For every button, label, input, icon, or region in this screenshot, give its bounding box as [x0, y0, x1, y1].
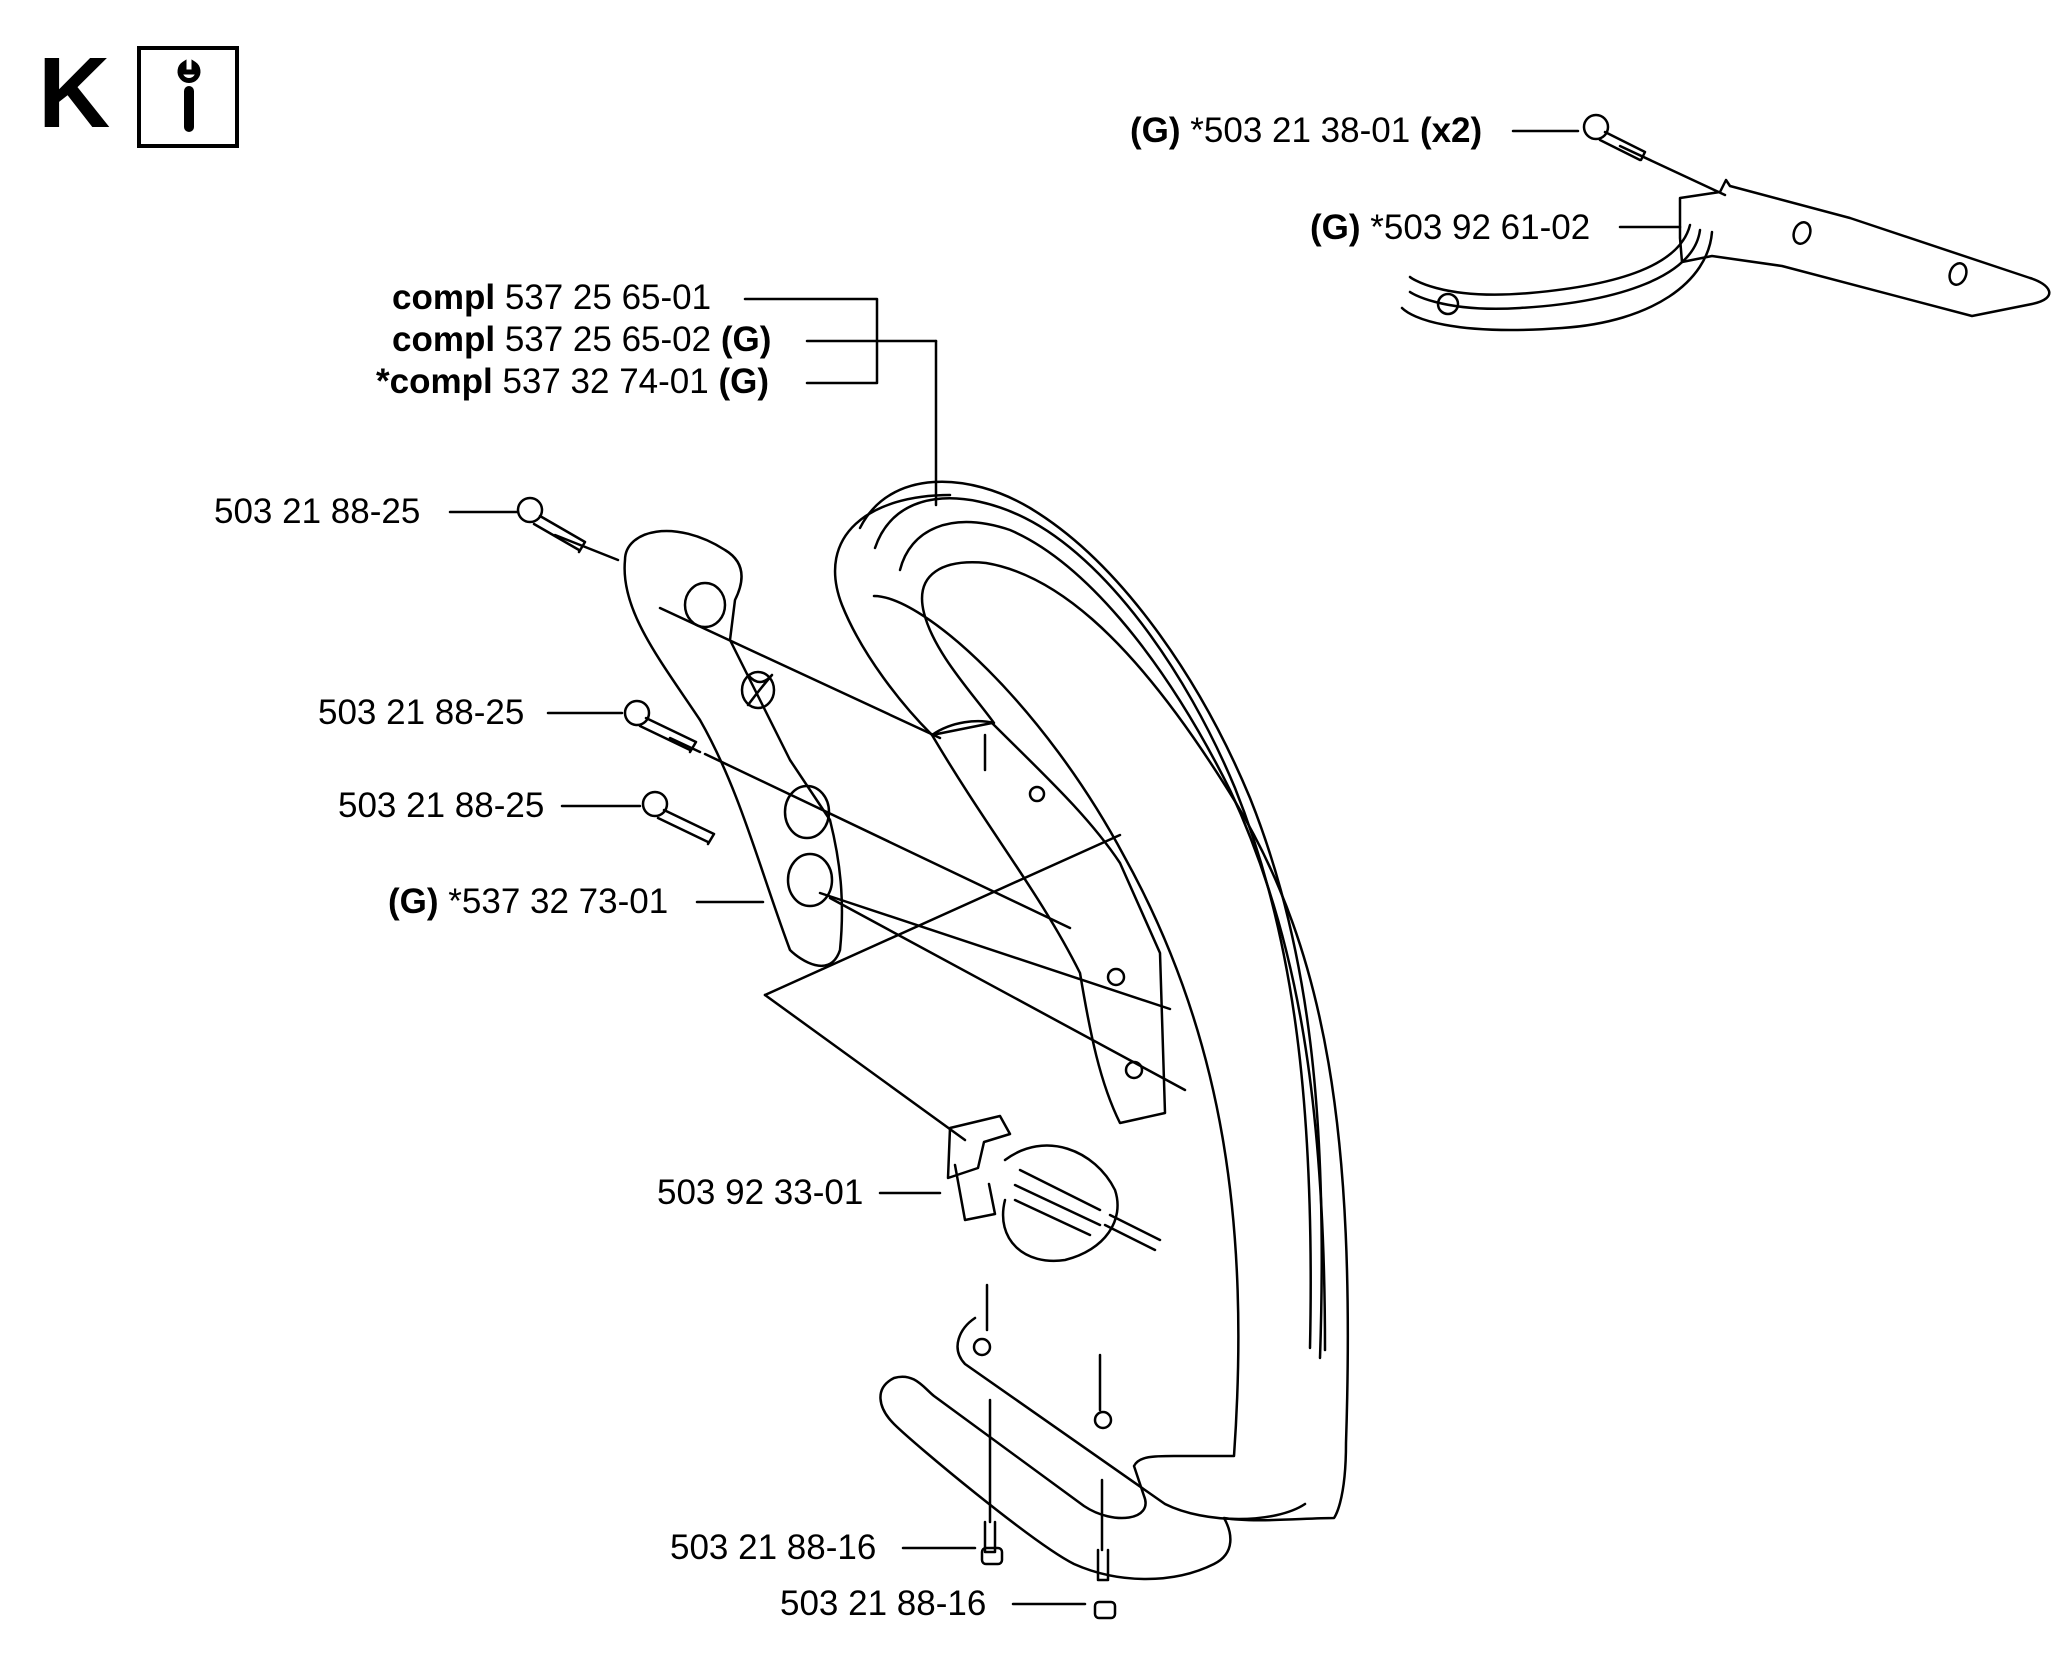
label-compl-2-suffix: (G)	[720, 320, 772, 359]
label-screw-bottom-1: 503 21 88-16	[670, 1528, 877, 1567]
label-lever-screws-qty: (x2)	[1419, 111, 1483, 150]
label-lever-screws-code: *503 21 38-01	[1190, 111, 1411, 150]
label-compl-2: compl 537 25 65-02 (G)	[392, 320, 771, 360]
label-compl-3: *compl 537 32 74-01 (G)	[376, 362, 769, 402]
section-letter: K	[38, 37, 111, 149]
label-compl-1: compl 537 25 65-01	[392, 278, 711, 318]
label-bracket-g: (G)	[388, 882, 439, 921]
label-compl-2-prefix: compl	[392, 320, 496, 359]
label-compl-3-suffix: (G)	[718, 362, 770, 401]
label-lever-code: *503 92 61-02	[1370, 208, 1591, 247]
label-bracket: (G) *537 32 73-01	[388, 882, 668, 922]
info-icon	[137, 46, 239, 148]
label-screw-bottom-2: 503 21 88-16	[780, 1584, 987, 1623]
label-lever-g: (G)	[1310, 208, 1361, 247]
label-lever-screws: (G) *503 21 38-01 (x2)	[1130, 111, 1482, 151]
label-lever: (G) *503 92 61-02	[1310, 208, 1590, 248]
label-compl-2-code: 537 25 65-02	[504, 320, 712, 359]
label-compl-3-prefix: *compl	[376, 362, 493, 401]
label-compl-1-prefix: compl	[392, 278, 496, 317]
label-screw-top: 503 21 88-25	[214, 492, 421, 531]
label-compl-3-code: 537 32 74-01	[502, 362, 709, 401]
label-lever-screws-g: (G)	[1130, 111, 1181, 150]
label-bracket-code: *537 32 73-01	[448, 882, 669, 921]
label-compl-1-code: 537 25 65-01	[504, 278, 712, 317]
label-damper: 503 92 33-01	[657, 1173, 864, 1212]
label-screw-mid-1: 503 21 88-25	[318, 693, 525, 732]
label-screw-mid-2: 503 21 88-25	[338, 786, 545, 825]
